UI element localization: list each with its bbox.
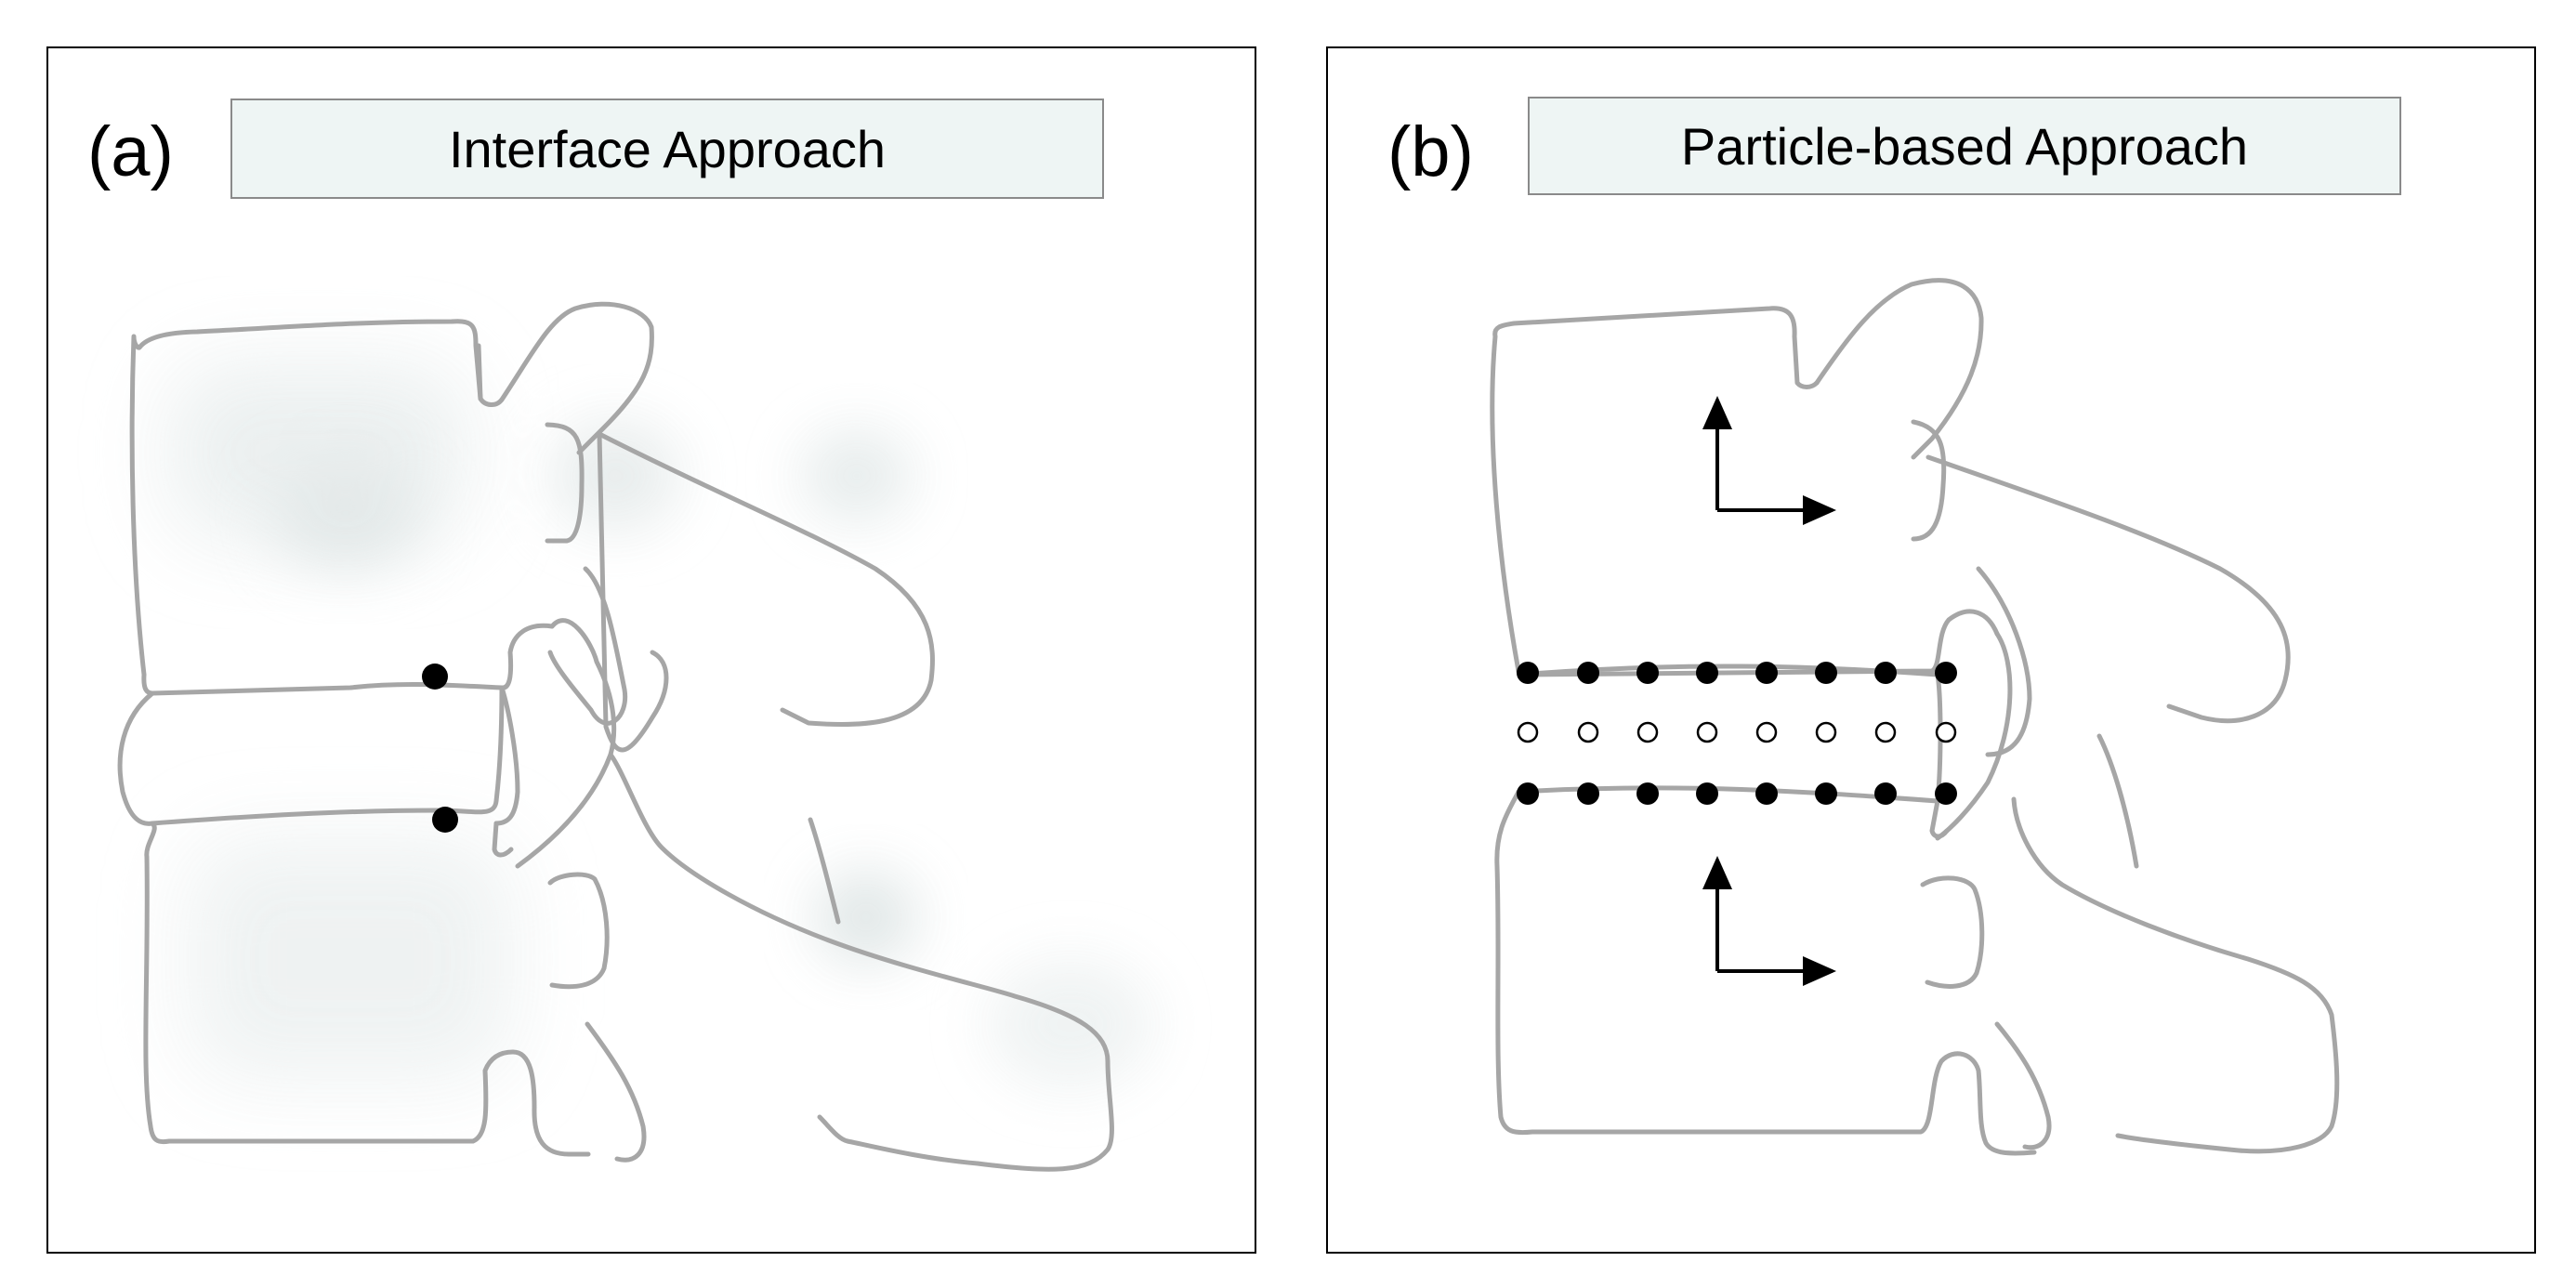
particle-filled-upper — [1874, 662, 1897, 684]
upper-facet-joint — [545, 422, 585, 544]
particle-filled-upper — [1755, 662, 1778, 684]
panel-title-b: Particle-based Approach — [1528, 97, 2401, 195]
upper-facet-joint-b — [1911, 419, 1947, 542]
lower-body-outline — [143, 821, 591, 1157]
disc-outline — [117, 685, 505, 826]
interface-point-upper — [422, 664, 448, 690]
particle-filled-upper — [1636, 662, 1659, 684]
interface-point-lower — [432, 807, 458, 833]
upper-lamina-b — [1976, 566, 2032, 757]
particle-filled-lower — [1636, 782, 1659, 805]
lower-facet-joint-b — [1920, 875, 1985, 989]
upper-spinous-process-b — [1925, 454, 2291, 724]
particle-hollow — [1517, 721, 1539, 743]
lower-lamina-b — [1994, 1021, 2052, 1150]
coordinate-axes-icon — [1702, 856, 1836, 986]
particle-filled-lower — [1755, 782, 1778, 805]
lower-facet-joint — [547, 872, 610, 990]
upper-spinous-process — [597, 431, 935, 728]
particle-hollow — [1874, 721, 1897, 743]
particle-filled-upper — [1696, 662, 1718, 684]
panel-particle-based-approach: (b) Particle-based Approach — [1326, 46, 2536, 1254]
particle-filled-upper — [1517, 662, 1539, 684]
particle-hollow — [1636, 721, 1659, 743]
particle-filled-lower — [1935, 782, 1957, 805]
upper-endplate — [141, 623, 555, 696]
particle-grid — [1517, 662, 1957, 805]
particle-filled-upper — [1815, 662, 1837, 684]
particle-filled-lower — [1517, 782, 1539, 805]
particle-filled-lower — [1696, 782, 1718, 805]
particle-filled-lower — [1577, 782, 1599, 805]
vertebra-outlines-b — [1490, 278, 2340, 1156]
upper-body-outline — [129, 319, 505, 677]
particle-filled-lower — [1815, 782, 1837, 805]
upper-body-outline-b — [1490, 306, 1820, 674]
spine-drawing-a — [117, 301, 1154, 1172]
lower-body-outline-b — [1494, 789, 2037, 1156]
lower-spinous-process-b — [2011, 796, 2340, 1154]
upper-endplate-b — [1516, 609, 2000, 677]
particle-filled-lower — [1874, 782, 1897, 805]
upper-lamina — [547, 566, 628, 726]
vertebra-outlines-a — [117, 301, 1114, 1172]
panel-title-a: Interface Approach — [230, 99, 1104, 199]
particle-hollow — [1755, 721, 1778, 743]
particle-hollow — [1696, 721, 1718, 743]
panel-interface-approach: (a) Interface Approach — [46, 46, 1256, 1254]
particle-hollow — [1577, 721, 1599, 743]
upper-facet-b — [1814, 278, 1984, 460]
lower-lamina — [585, 1021, 647, 1163]
lower-spinous-process — [608, 752, 1114, 1172]
spine-drawing-b — [1490, 278, 2340, 1156]
particle-filled-upper — [1577, 662, 1599, 684]
particle-hollow — [1935, 721, 1957, 743]
coordinate-axes-icon — [1702, 396, 1836, 525]
upper-facet — [499, 301, 654, 455]
panel-label-a: (a) — [87, 112, 174, 191]
particle-hollow — [1815, 721, 1837, 743]
posterior-disc-region — [515, 618, 617, 869]
particle-filled-upper — [1935, 662, 1957, 684]
panel-label-b: (b) — [1387, 112, 1474, 191]
